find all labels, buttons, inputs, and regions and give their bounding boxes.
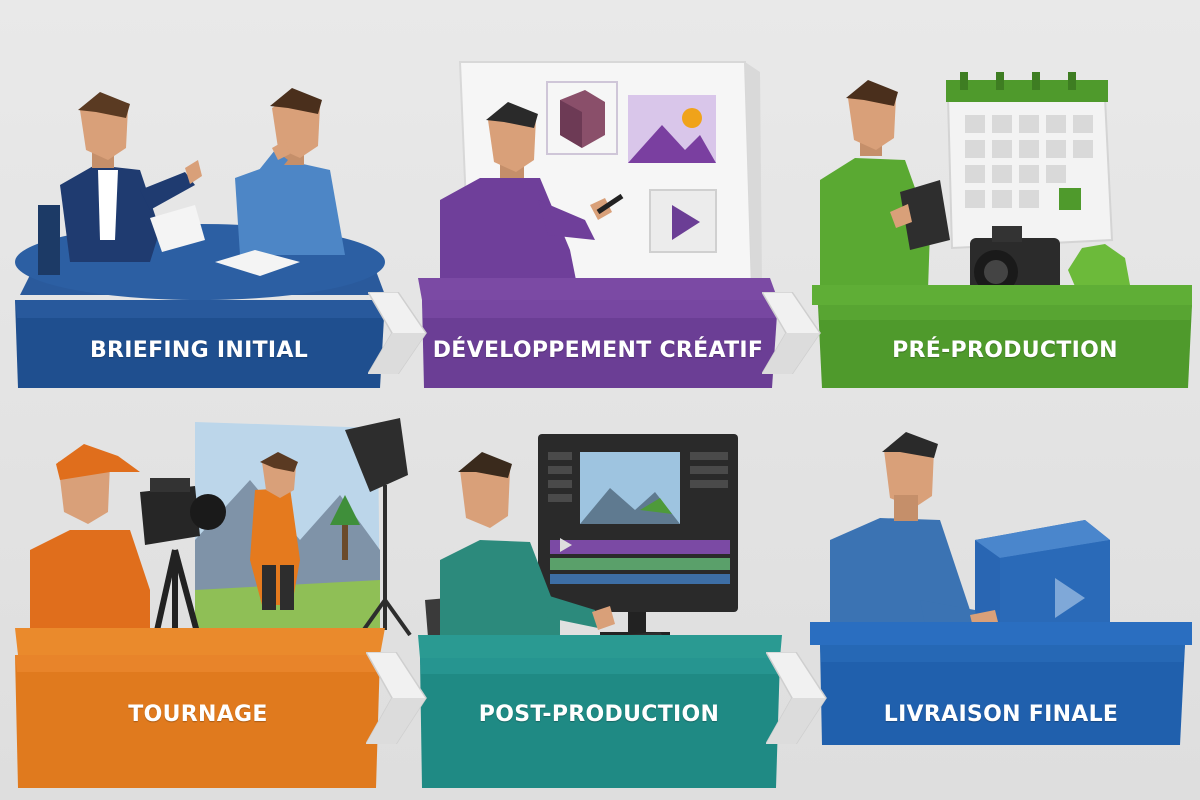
tournage-scene-illustration (15, 418, 412, 788)
postproduction-scene-illustration (418, 434, 782, 788)
step-developpement-creatif: DÉVELOPPEMENT CRÉATIF (400, 0, 800, 400)
briefing-scene-illustration (15, 88, 385, 388)
creative-scene-illustration (418, 61, 778, 388)
preproduction-scene-illustration (812, 72, 1192, 388)
step-livraison-finale: LIVRAISON FINALE (800, 400, 1200, 800)
step-label: LIVRAISON FINALE (883, 702, 1119, 727)
step-label: PRÉ-PRODUCTION (892, 338, 1118, 363)
chevron-right-icon (766, 652, 827, 744)
step-label: POST-PRODUCTION (478, 702, 720, 727)
step-tournage: TOURNAGE (0, 400, 412, 800)
chevron-right-icon (366, 652, 427, 744)
livraison-scene-illustration (810, 432, 1192, 745)
step-label: BRIEFING INITIAL (89, 338, 309, 363)
step-briefing-initial: BRIEFING INITIAL (0, 0, 400, 400)
step-pre-production: PRÉ-PRODUCTION (800, 0, 1200, 400)
step-label: DÉVELOPPEMENT CRÉATIF (432, 338, 764, 363)
chevron-right-icon (368, 292, 427, 374)
step-label: TOURNAGE (128, 702, 268, 727)
chevron-right-icon (762, 292, 821, 374)
step-post-production: POST-PRODUCTION (400, 400, 800, 800)
